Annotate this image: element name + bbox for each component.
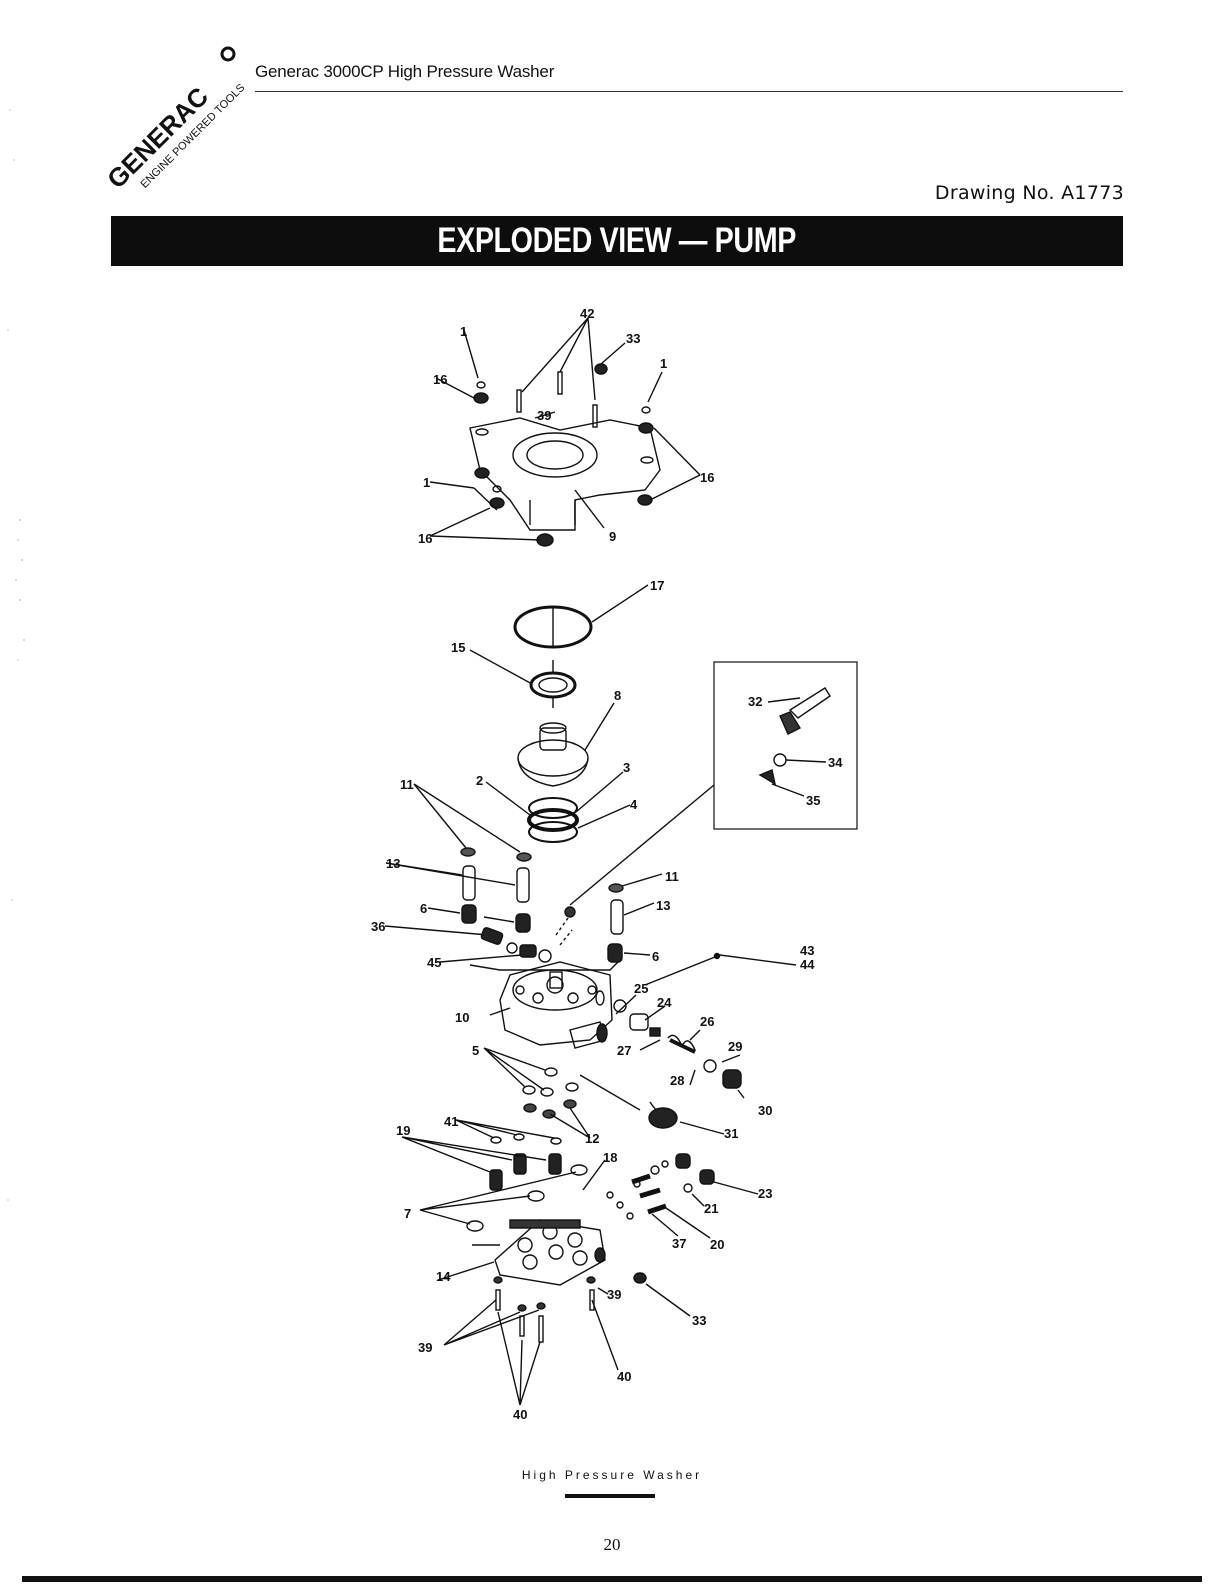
manifold-part [500, 962, 612, 1048]
callout-2: 2 [476, 773, 483, 788]
callout-5: 5 [472, 1043, 479, 1058]
callout-3: 3 [623, 760, 630, 775]
callout-7: 7 [404, 1206, 411, 1221]
callout-41: 41 [444, 1114, 458, 1129]
callout-39: 39 [537, 408, 551, 423]
callout-9: 9 [609, 529, 616, 544]
callout-20: 20 [710, 1237, 724, 1252]
callout-31: 31 [724, 1126, 738, 1141]
callout-15: 15 [451, 640, 465, 655]
callout-18: 18 [603, 1150, 617, 1165]
callout-29: 29 [728, 1039, 742, 1054]
callout-12: 12 [585, 1131, 599, 1146]
callout-14: 14 [436, 1269, 451, 1284]
callout-43: 43 [800, 943, 814, 958]
callout-11: 11 [400, 777, 414, 792]
callout-27: 27 [617, 1043, 631, 1058]
callout-1: 1 [660, 356, 667, 371]
footer-mark [565, 1494, 655, 1498]
callout-11: 11 [665, 869, 679, 884]
callout-13: 13 [656, 898, 670, 913]
callout-42: 42 [580, 306, 594, 321]
callout-36: 36 [371, 919, 385, 934]
callout-34: 34 [828, 755, 843, 770]
callout-6: 6 [420, 901, 427, 916]
callout-28: 28 [670, 1073, 684, 1088]
callout-45: 45 [427, 955, 441, 970]
page-number: 20 [0, 1535, 1224, 1555]
callout-44: 44 [800, 957, 815, 972]
callout-24: 24 [657, 995, 672, 1010]
callout-19: 19 [396, 1123, 410, 1138]
callout-40: 40 [617, 1369, 631, 1384]
callout-26: 26 [700, 1014, 714, 1029]
valve-plate-part [495, 1220, 605, 1285]
crankcase-flange-part [470, 418, 660, 530]
callout-39: 39 [418, 1340, 432, 1355]
callout-8: 8 [614, 688, 621, 703]
callout-13: 13 [386, 856, 400, 871]
callout-17: 17 [650, 578, 664, 593]
callout-40: 40 [513, 1407, 527, 1422]
callout-16: 16 [700, 470, 714, 485]
callout-39: 39 [607, 1287, 621, 1302]
callout-37: 37 [672, 1236, 686, 1251]
callout-16: 16 [433, 372, 447, 387]
callout-33: 33 [692, 1313, 706, 1328]
callout-30: 30 [758, 1103, 772, 1118]
callout-23: 23 [758, 1186, 772, 1201]
callout-21: 21 [704, 1201, 718, 1216]
callout-16: 16 [418, 531, 432, 546]
callout-25: 25 [634, 981, 648, 996]
callout-10: 10 [455, 1010, 469, 1025]
callout-4: 4 [630, 797, 638, 812]
callout-1: 1 [460, 324, 467, 339]
callout-6: 6 [652, 949, 659, 964]
callout-1: 1 [423, 475, 430, 490]
footer-title: High Pressure Washer [0, 1468, 1224, 1482]
bottom-rule [22, 1576, 1202, 1582]
callout-35: 35 [806, 793, 820, 808]
callout-33: 33 [626, 331, 640, 346]
callout-32: 32 [748, 694, 762, 709]
